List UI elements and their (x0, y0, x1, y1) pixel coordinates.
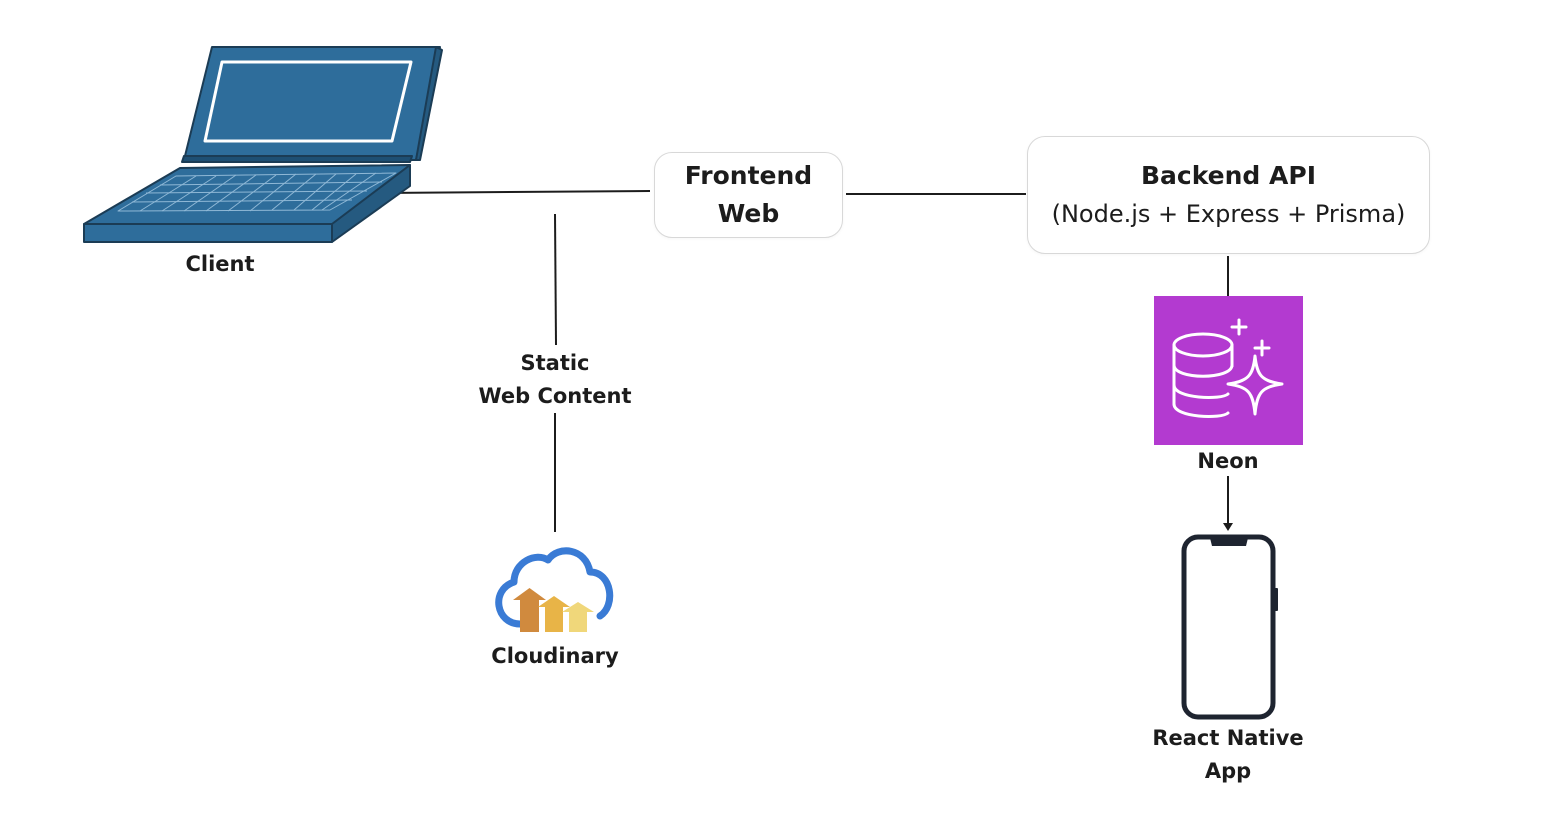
edge-label-line2: Web Content (478, 384, 632, 408)
neon-label: Neon (1197, 449, 1259, 473)
arrowhead-icon (1223, 523, 1233, 531)
client-label: Client (185, 252, 255, 276)
laptop-icon (83, 46, 443, 243)
backend-title: Backend API (1140, 161, 1317, 190)
react-native-label-line1: React Native (1152, 726, 1304, 750)
backend-subtitle: (Node.js + Express + Prisma) (1051, 200, 1406, 228)
frontend-title-line1: Frontend (684, 161, 813, 190)
cloud-upload-icon (495, 547, 614, 632)
edge-label-static: Static Web Content (478, 347, 632, 413)
cloudinary-label: Cloudinary (491, 644, 619, 668)
edge-static-top (554, 213, 557, 346)
edge-client-frontend (379, 190, 651, 194)
backend-api-box: Backend API (Node.js + Express + Prisma) (1027, 136, 1430, 254)
edge-label-line1: Static (520, 351, 590, 375)
frontend-title-line2: Web (717, 199, 780, 228)
react-native-label: React Native App (1152, 722, 1303, 788)
react-native-label-line2: App (1204, 759, 1252, 783)
database-sparkle-icon (1154, 296, 1303, 445)
frontend-web-box: Frontend Web (654, 152, 843, 238)
smartphone-icon (1181, 534, 1278, 720)
connectors (379, 190, 1229, 532)
